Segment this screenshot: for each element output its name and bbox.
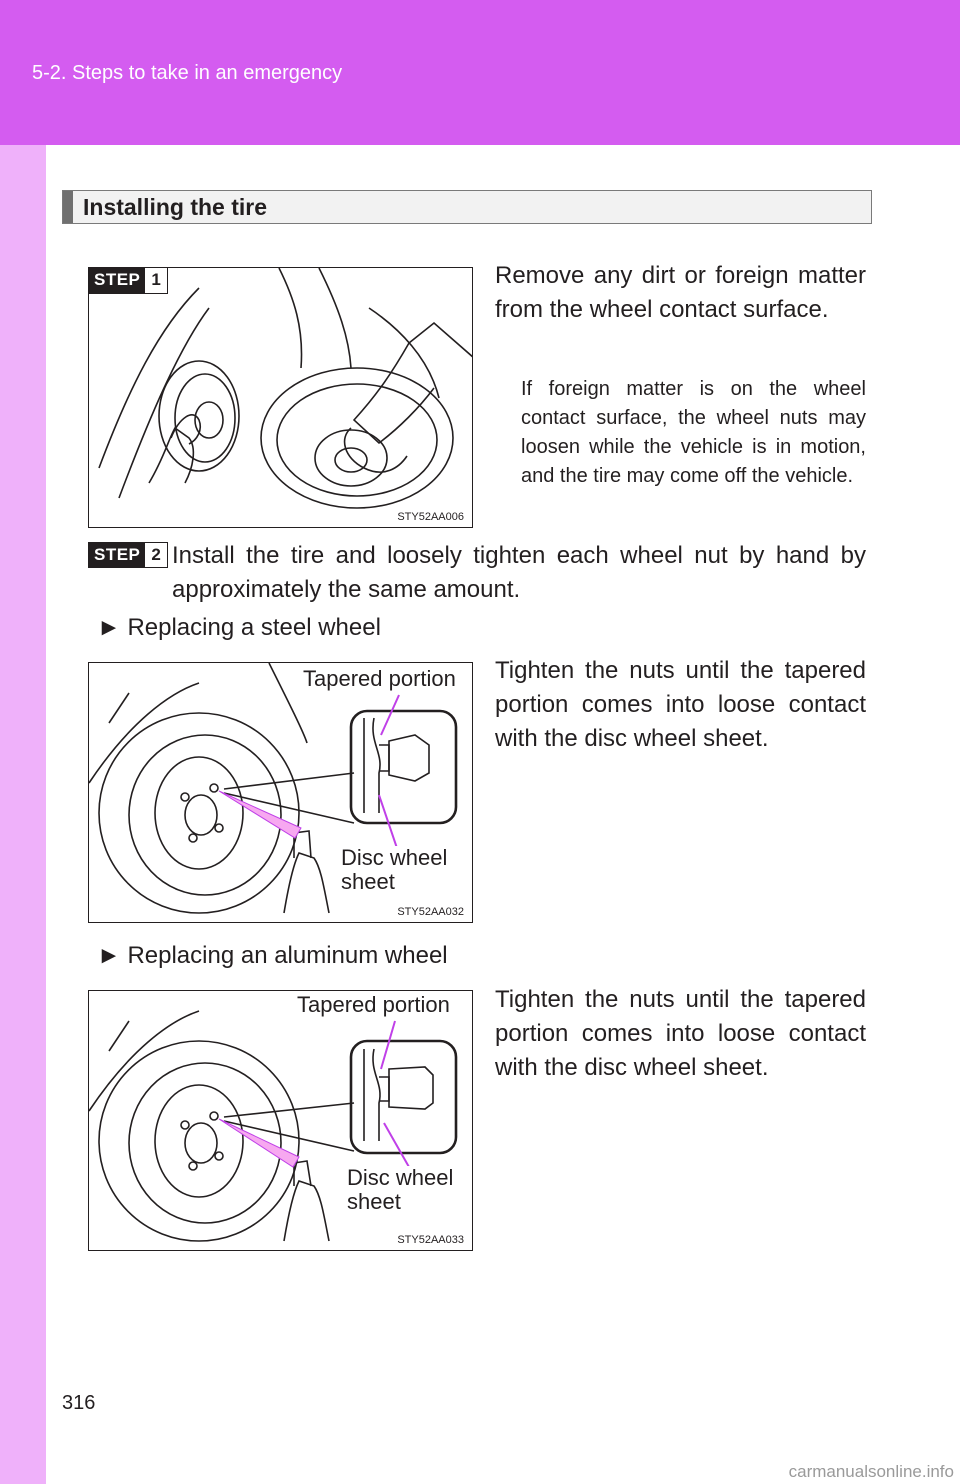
steel-disc-callout-line1: Disc wheel (341, 845, 448, 870)
step2-text: Install the tire and loosely tighten eac… (172, 542, 866, 603)
step1-text: Remove any dirt or foreign matter from t… (495, 262, 866, 323)
step1-figure: STEP 1 STY52AA006 (88, 267, 473, 528)
step1-note: If foreign matter is on the wheel contac… (521, 378, 866, 487)
step1-badge: STEP 1 (89, 268, 168, 294)
steel-wheel-text: Tighten the nuts until the tapered porti… (495, 657, 866, 752)
section-accent (63, 191, 73, 223)
page-number: 316 (62, 1392, 96, 1414)
steel-tapered-callout: Tapered portion (303, 666, 456, 691)
step2-badge-number: 2 (145, 543, 167, 567)
step1-figure-code: STY52AA006 (397, 511, 464, 523)
aluminum-disc-callout: Disc wheel sheet (347, 1165, 454, 1214)
watermark: carmanualsonline.info (788, 1462, 954, 1481)
aluminum-figure-code: STY52AA033 (397, 1234, 464, 1246)
steel-disc-callout-line2: sheet (341, 869, 395, 894)
case-aluminum-heading: ► Replacing an aluminum wheel (97, 942, 448, 970)
wheel-cleaning-illustration (98, 268, 472, 509)
aluminum-wheel-text: Tighten the nuts until the tapered porti… (495, 986, 866, 1081)
aluminum-disc-callout-line2: sheet (347, 1189, 401, 1214)
section-title: Installing the tire (83, 194, 268, 220)
case-aluminum-heading-label: Replacing an aluminum wheel (127, 942, 448, 969)
step2-badge: STEP 2 (88, 542, 168, 568)
steel-disc-callout: Disc wheel sheet (341, 845, 448, 894)
aluminum-wheel-figure: Tapered portion Disc wheel sheet STY52AA… (88, 990, 473, 1251)
side-tab (0, 145, 46, 1484)
breadcrumb: 5-2. Steps to take in an emergency (32, 62, 343, 84)
steel-wheel-illustration (89, 663, 458, 914)
aluminum-wheel-illustration (89, 1010, 458, 1242)
bullet-arrow-icon: ► (97, 942, 121, 969)
steel-figure-code: STY52AA032 (397, 906, 464, 918)
aluminum-tapered-callout: Tapered portion (297, 992, 450, 1017)
step1-badge-number: 1 (145, 268, 167, 293)
case-steel-heading: ► Replacing a steel wheel (97, 614, 381, 642)
aluminum-disc-callout-line1: Disc wheel (347, 1165, 454, 1190)
bullet-arrow-icon: ► (97, 614, 121, 641)
step2-badge-word: STEP (89, 543, 146, 567)
section-heading: Installing the tire (62, 190, 872, 224)
steel-wheel-figure: Tapered portion Disc wheel sheet STY52AA… (88, 662, 473, 923)
step1-badge-word: STEP (89, 268, 146, 293)
page-header: 5-2. Steps to take in an emergency (0, 0, 960, 145)
case-steel-heading-label: Replacing a steel wheel (127, 614, 381, 641)
